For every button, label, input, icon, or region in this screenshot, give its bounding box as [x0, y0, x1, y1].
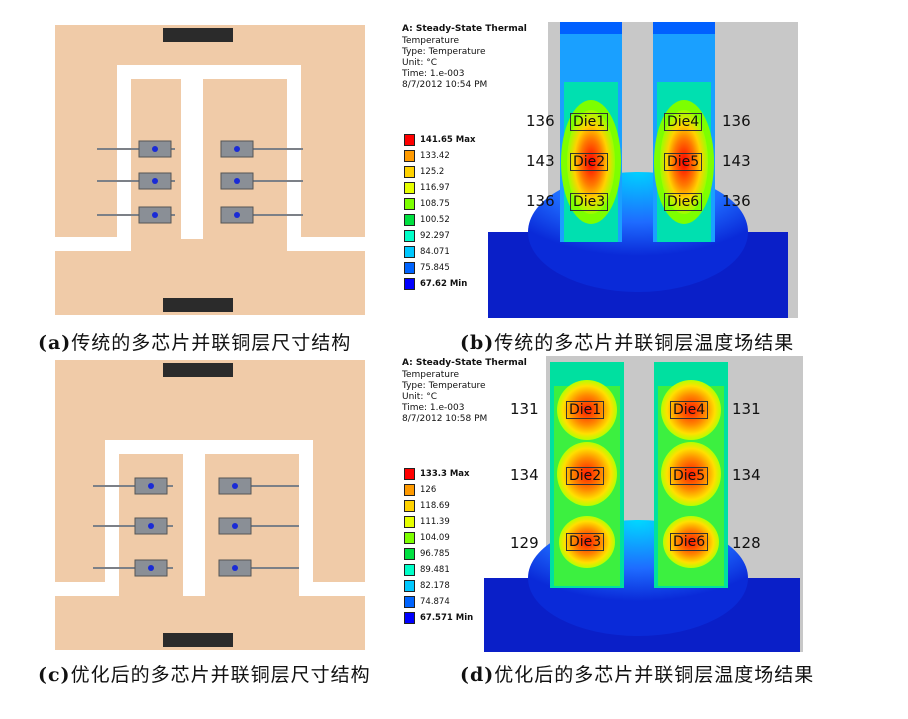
legend-b: 141.65 Max 133.42 125.2 116.97 108.75 10…: [404, 134, 504, 304]
sim-line-d-1: Temperature: [402, 370, 460, 380]
die-label-b-6: Die6: [664, 193, 703, 211]
legend-d-5: 96.785: [420, 549, 450, 559]
legend-b-5: 100.52: [420, 215, 450, 225]
caption-a-text: 传统的多芯片并联铜层尺寸结构: [71, 332, 352, 354]
sim-line-d-5: 8/7/2012 10:58 PM: [402, 414, 488, 424]
legend-b-8: 75.845: [420, 263, 450, 273]
caption-b-text: 传统的多芯片并联铜层温度场结果: [494, 332, 795, 354]
caption-a-tag: (a): [38, 332, 72, 354]
terminal-bottom: [163, 298, 233, 312]
die-label-b-2: Die2: [570, 153, 609, 171]
legend-b-0: 141.65 Max: [420, 135, 476, 145]
die-label-d-5: Die5: [670, 467, 709, 485]
sim-line-d-3: Unit: °C: [402, 392, 437, 402]
legend-d-6: 89.481: [420, 565, 450, 575]
copper-layout-diagram-c: [55, 360, 365, 650]
legend-b-7: 84.071: [420, 247, 450, 257]
caption-d: (d)优化后的多芯片并联铜层温度场结果: [460, 660, 814, 687]
die-label-b-5: Die5: [664, 153, 703, 171]
legend-d-9: 67.571 Min: [420, 613, 474, 623]
caption-b-tag: (b): [460, 332, 495, 354]
panel-c-structure: [55, 360, 365, 650]
temp-d-right-1: 131: [732, 400, 761, 418]
gap-outline: [55, 440, 365, 596]
sim-line-d-2: Type: Temperature: [402, 381, 486, 391]
legend-d-4: 104.09: [420, 533, 450, 543]
sim-title-d: A: Steady-State Thermal: [402, 358, 527, 368]
copper-substrate: [55, 360, 365, 650]
gap-outline: [55, 65, 365, 251]
die-label-b-4: Die4: [664, 113, 703, 131]
legend-d: 133.3 Max 126 118.69 111.39 104.09 96.78…: [404, 468, 504, 638]
caption-c-tag: (c): [38, 664, 71, 686]
legend-d-1: 126: [420, 485, 437, 495]
temp-b-right-3: 136: [722, 192, 751, 210]
die-label-b-1: Die1: [570, 113, 609, 131]
die-label-b-3: Die3: [570, 193, 609, 211]
temp-b-left-2: 143: [526, 152, 555, 170]
legend-d-0: 133.3 Max: [420, 469, 470, 479]
legend-b-2: 125.2: [420, 167, 445, 177]
terminal-bottom: [163, 633, 233, 647]
legend-d-3: 111.39: [420, 517, 450, 527]
sim-title-b: A: Steady-State Thermal: [402, 24, 527, 34]
die-label-d-2: Die2: [566, 467, 605, 485]
temp-b-right-1: 136: [722, 112, 751, 130]
legend-b-9: 67.62 Min: [420, 279, 468, 289]
caption-b: (b)传统的多芯片并联铜层温度场结果: [460, 328, 794, 355]
caption-c: (c)优化后的多芯片并联铜层尺寸结构: [38, 660, 371, 687]
temp-d-right-2: 134: [732, 466, 761, 484]
caption-c-text: 优化后的多芯片并联铜层尺寸结构: [70, 664, 371, 686]
legend-d-7: 82.178: [420, 581, 450, 591]
terminal-top: [163, 363, 233, 377]
sim-line-d-4: Time: 1.e-003: [402, 403, 465, 413]
temp-d-left-3: 129: [510, 534, 539, 552]
sim-line-b-5: 8/7/2012 10:54 PM: [402, 80, 488, 90]
terminal-top: [163, 28, 233, 42]
temp-d-right-3: 128: [732, 534, 761, 552]
die-label-d-1: Die1: [566, 401, 605, 419]
caption-d-text: 优化后的多芯片并联铜层温度场结果: [494, 664, 815, 686]
thermal-map-b: [398, 22, 798, 318]
legend-b-3: 116.97: [420, 183, 450, 193]
panel-b-thermal: A: Steady-State Thermal Temperature Type…: [398, 22, 798, 318]
sim-line-b-1: Temperature: [402, 36, 460, 46]
temp-d-left-2: 134: [510, 466, 539, 484]
legend-b-1: 133.42: [420, 151, 450, 161]
legend-d-2: 118.69: [420, 501, 450, 511]
caption-a: (a)传统的多芯片并联铜层尺寸结构: [38, 328, 351, 355]
legend-d-8: 74.874: [420, 597, 450, 607]
legend-b-6: 92.297: [420, 231, 450, 241]
die-label-d-6: Die6: [670, 533, 709, 551]
panel-a-structure: [55, 25, 365, 315]
temp-b-right-2: 143: [722, 152, 751, 170]
panel-d-thermal: A: Steady-State Thermal Temperature Type…: [398, 356, 803, 652]
die-label-d-3: Die3: [566, 533, 605, 551]
copper-layout-diagram-a: [55, 25, 365, 315]
temp-b-left-3: 136: [526, 192, 555, 210]
temp-d-left-1: 131: [510, 400, 539, 418]
sim-line-b-3: Unit: °C: [402, 58, 437, 68]
die-label-d-4: Die4: [670, 401, 709, 419]
sim-line-b-2: Type: Temperature: [402, 47, 486, 57]
caption-d-tag: (d): [460, 664, 495, 686]
sim-line-b-4: Time: 1.e-003: [402, 69, 465, 79]
temp-b-left-1: 136: [526, 112, 555, 130]
thermal-map-d: [398, 356, 803, 652]
legend-b-4: 108.75: [420, 199, 450, 209]
